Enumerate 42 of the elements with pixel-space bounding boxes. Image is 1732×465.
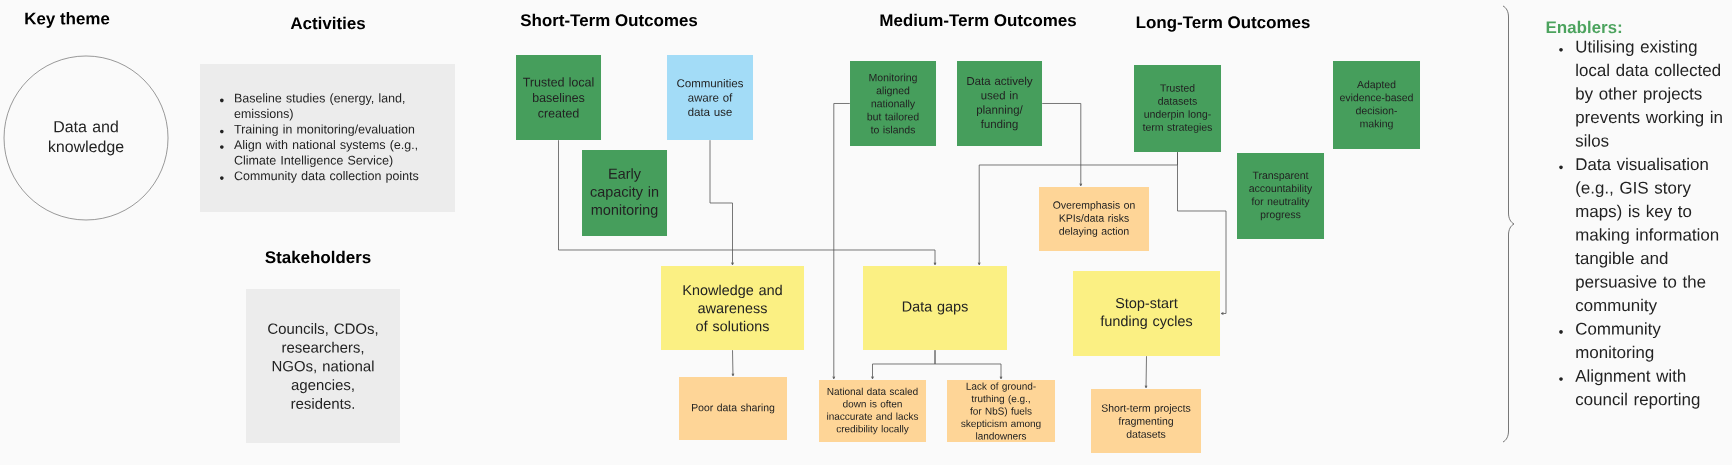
label: Data visualisation (e.g., GIS story maps) is key to making information tangible and persuasive to the community — [1575, 157, 1719, 315]
connector-arrow — [1177, 151, 1227, 315]
outcome-box: Early capacity in monitoring — [582, 150, 667, 236]
node-label: Baseline studies (energy, land, emissions) — [234, 93, 405, 121]
label: Community monitoring — [1576, 322, 1661, 362]
activities-heading: Activities — [290, 16, 365, 30]
node-label: Training in monitoring/evaluation — [234, 124, 415, 137]
barrier-box: Knowledge and awareness of solutions — [661, 266, 804, 350]
node-label: Community data collection points — [234, 171, 419, 183]
activities-box: Baseline studies (energy, land, emissions) Training in monitoring/evaluation Align with national systems (e.g., Climate Intelligence Service) Community data collection points — [200, 64, 455, 212]
outcome-box: Trusted local baselines created — [516, 55, 601, 140]
column-heading: Short-Term Outcomes — [520, 13, 698, 27]
label: Alignment with council reporting — [1575, 369, 1700, 409]
stakeholders-heading: Stakeholders — [265, 250, 371, 264]
connector-arrow — [1144, 355, 1148, 389]
connector-arrow — [1041, 103, 1083, 187]
column-heading: Key theme — [25, 12, 110, 28]
connector-arrow — [832, 103, 851, 380]
bullet-list: Utilising existing local data collected by other projects prevents working in silos Data visualisation (e.g., GIS story maps) is key to making information tangible and persuasive to the community Community monitoring Alignment with council reporting — [1559, 40, 1722, 409]
connector-arrow — [709, 139, 734, 266]
barrier-box: Stop-start funding cycles — [1073, 271, 1220, 356]
stakeholders-box: Councils, CDOs, researchers, NGOs, national agencies, residents. — [246, 289, 400, 443]
column-heading: Medium-Term Outcomes — [880, 13, 1076, 27]
outcome-box: Trusted datasets underpin long-term strategies — [1134, 65, 1221, 152]
connector-arrow — [731, 349, 735, 377]
node-label: Align with national systems (e.g., Climate Intelligence Service) — [234, 139, 417, 168]
connector-arrow — [558, 139, 937, 266]
column-heading: Long-Term Outcomes — [1136, 16, 1310, 32]
outcome-box: Monitoring aligned nationally but tailored to islands — [850, 61, 936, 146]
connector-arrow — [934, 349, 1003, 380]
risk-box: Lack of ground-truthing (e.g., for NbS) fuels skepticism among landowners — [947, 380, 1055, 442]
barrier-box: Data gaps — [863, 266, 1007, 350]
risk-box: Poor data sharing — [679, 377, 787, 440]
risk-box: Short-term projects fragmenting datasets — [1091, 389, 1201, 453]
risk-box: National data scaled down is often inaccurate and lacks credibility locally — [819, 380, 926, 442]
enablers-heading: Enablers: — [1546, 20, 1622, 34]
outcome-box: Communities aware of data use — [667, 55, 753, 140]
outcome-box: Data actively used in planning/ funding — [957, 61, 1042, 146]
risk-box: Overemphasis on KPIs/data risks delaying action — [1039, 187, 1149, 251]
label: Utilising existing local data collected by other projects prevents working in silos — [1575, 40, 1722, 147]
outcome-box: Transparent accountability for neutrality progress — [1237, 153, 1324, 239]
outcome-box: Adapted evidence-based decision-making — [1333, 61, 1420, 149]
